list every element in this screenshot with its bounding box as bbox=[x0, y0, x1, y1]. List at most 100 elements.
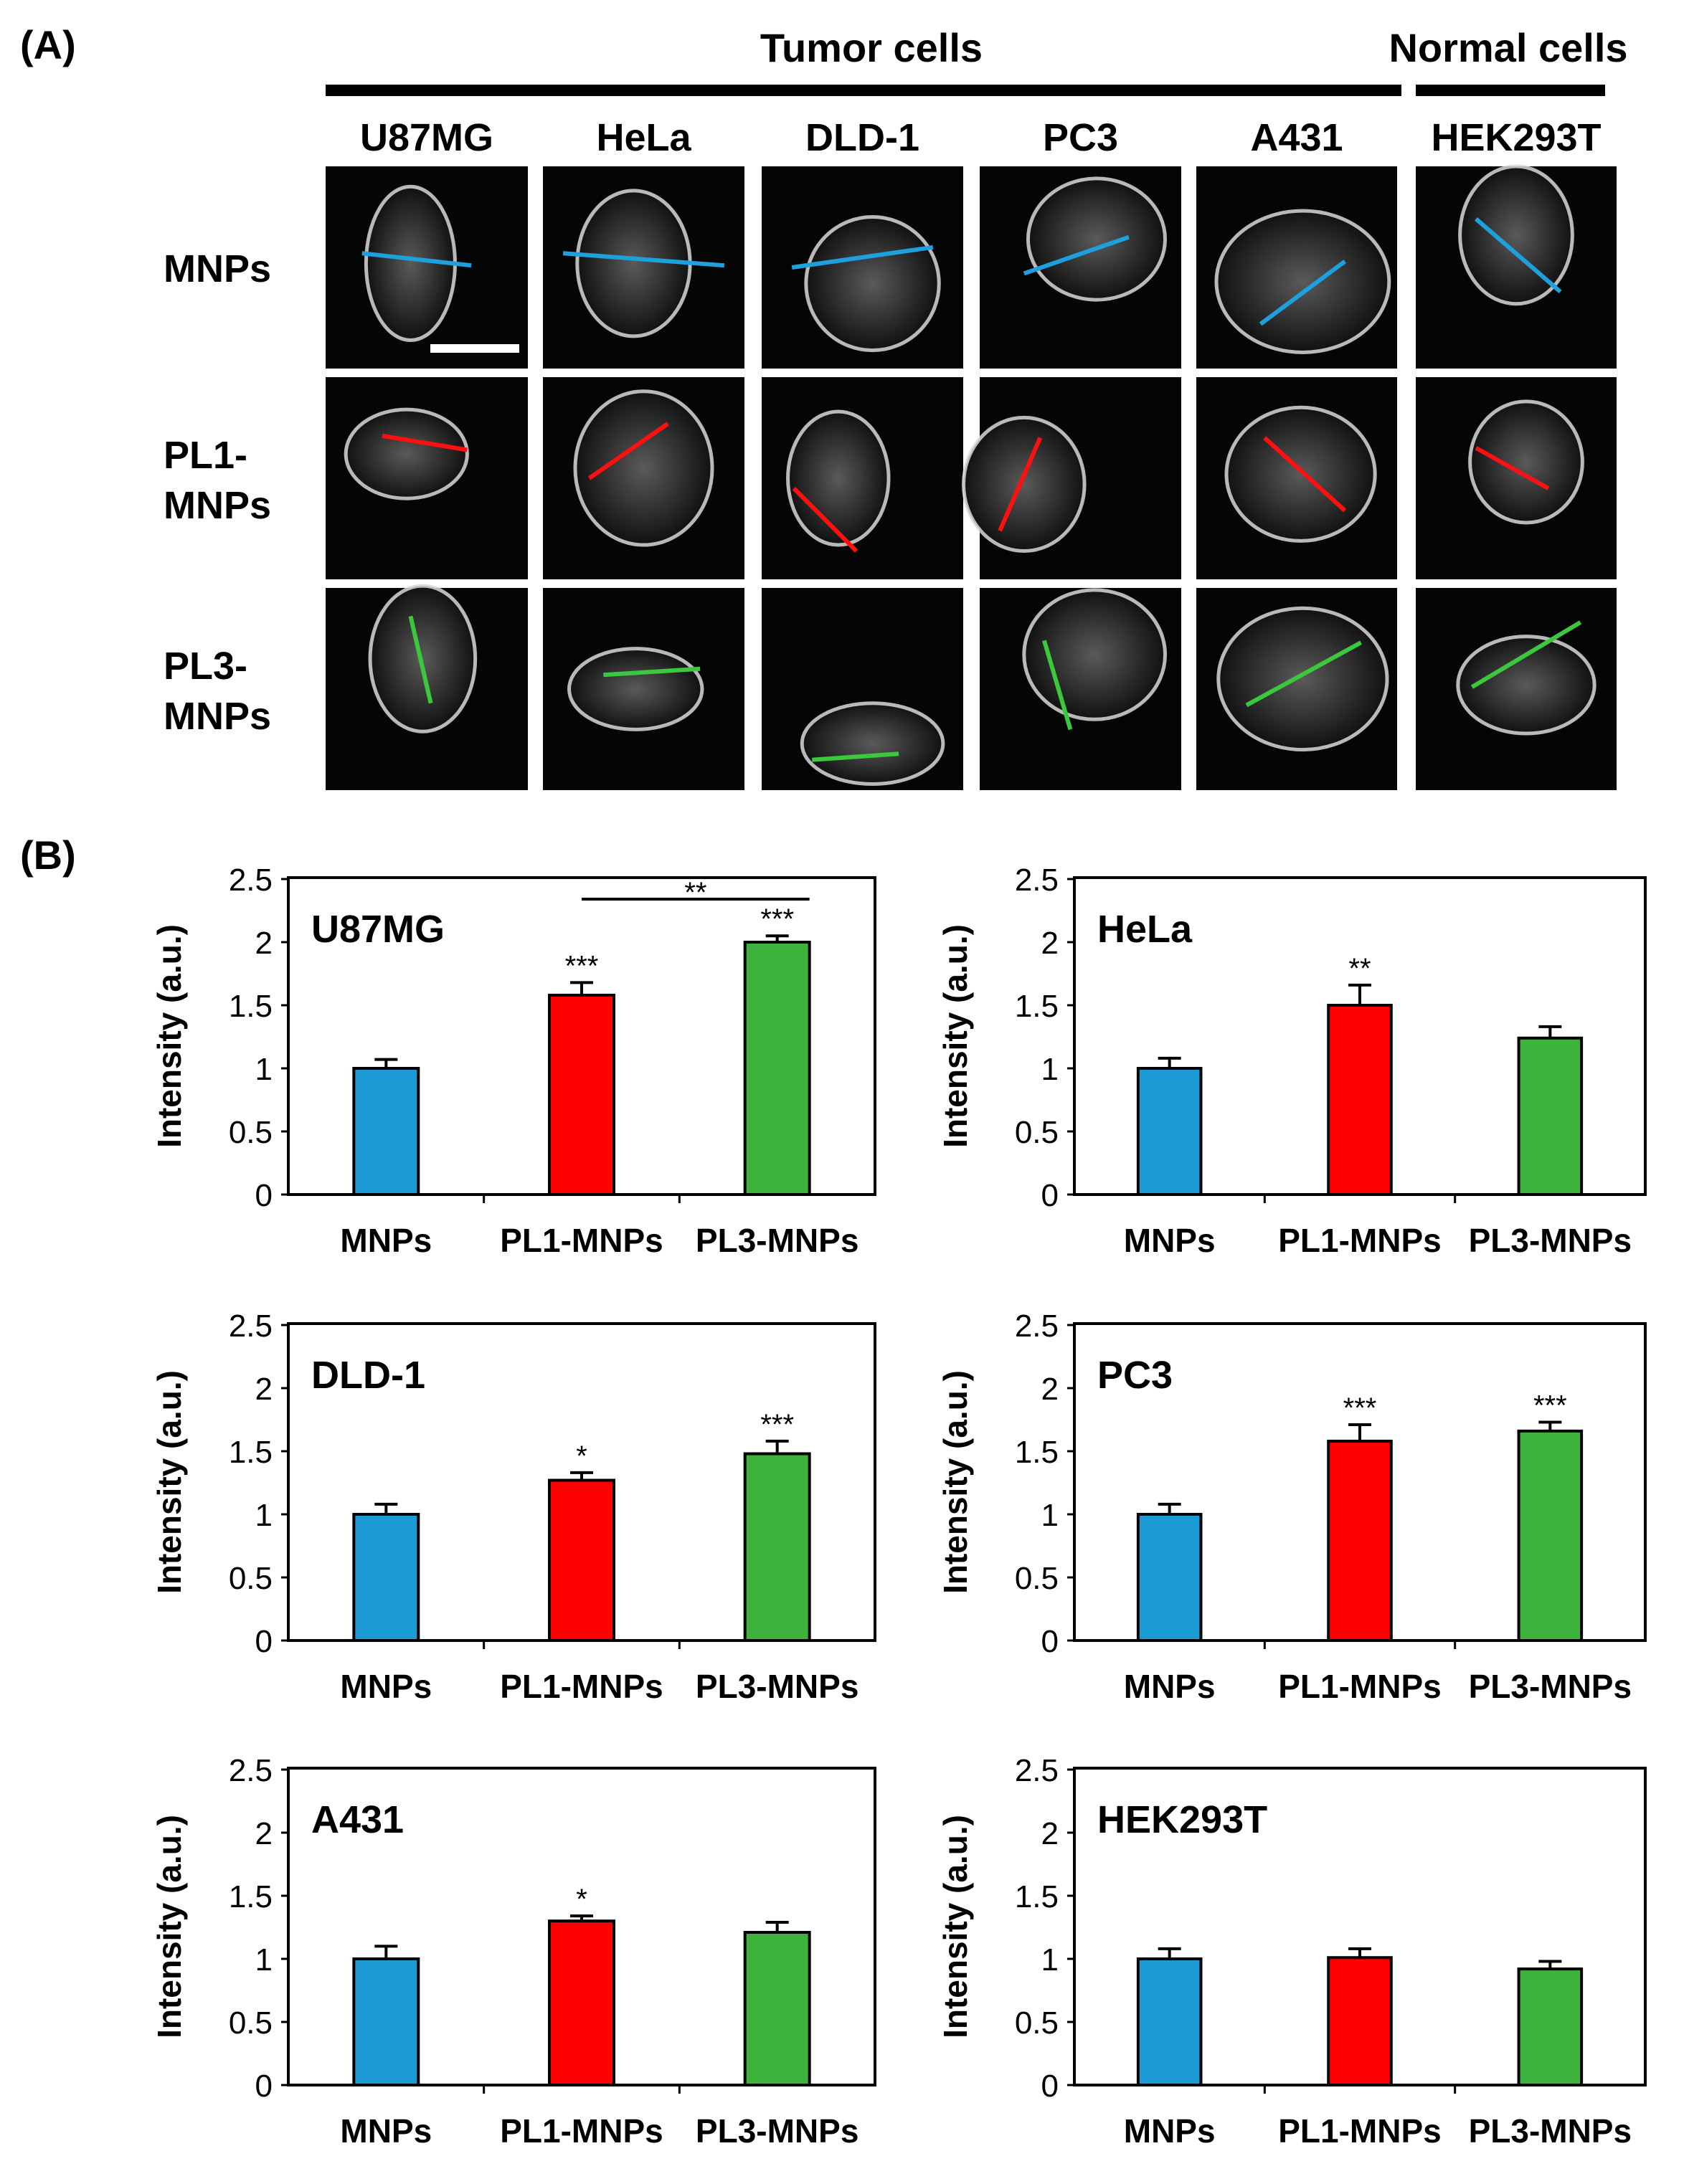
chart-title: HeLa bbox=[1097, 908, 1193, 951]
comparison-significance: ** bbox=[684, 877, 706, 908]
bar bbox=[352, 1957, 420, 2086]
line-profile-marker bbox=[998, 437, 1043, 532]
y-tick-label: 0.5 bbox=[229, 2005, 273, 2041]
y-tick-label: 2 bbox=[255, 1816, 273, 1851]
y-tick-label: 1 bbox=[255, 1498, 273, 1533]
treatment-row-label: PL1- bbox=[164, 434, 247, 477]
y-tick-label: 1.5 bbox=[229, 989, 273, 1024]
x-category-label: PL3-MNPs bbox=[1469, 1222, 1632, 1259]
bar bbox=[548, 1919, 615, 2086]
cell-line-label: A431 bbox=[1250, 116, 1343, 159]
micrograph-tile bbox=[762, 588, 963, 790]
cell-body bbox=[567, 647, 704, 731]
cell-body bbox=[1026, 176, 1168, 302]
y-tick-label: 2 bbox=[1041, 1816, 1059, 1851]
y-tick-label: 0.5 bbox=[229, 1115, 273, 1150]
significance-marker: *** bbox=[565, 950, 599, 982]
micrograph-tile bbox=[1196, 377, 1397, 579]
x-category-label: PL1-MNPs bbox=[1278, 1222, 1441, 1259]
y-axis-label: Intensity (a.u.) bbox=[937, 1815, 974, 2038]
cell-body bbox=[804, 215, 941, 353]
cell-line-label: HeLa bbox=[596, 116, 691, 159]
micrograph-tile bbox=[962, 377, 1181, 579]
y-tick-label: 1.5 bbox=[1015, 1879, 1059, 1914]
treatment-row-label: MNPs bbox=[164, 695, 271, 738]
x-category-label: PL3-MNPs bbox=[696, 2112, 858, 2150]
panel-a-label: (A) bbox=[20, 22, 76, 67]
bar bbox=[352, 1513, 420, 1642]
line-profile-marker bbox=[382, 433, 468, 452]
y-tick-label: 0 bbox=[1041, 1624, 1059, 1659]
y-tick-label: 2.5 bbox=[1015, 1309, 1059, 1344]
cell-line-label: HEK293T bbox=[1431, 116, 1601, 159]
micrograph-tile bbox=[1196, 588, 1397, 790]
tumor-cells-heading: Tumor cells bbox=[760, 25, 983, 70]
cell-body bbox=[1468, 399, 1584, 525]
y-tick-label: 2 bbox=[1041, 926, 1059, 961]
significance-marker: * bbox=[576, 1884, 587, 1915]
cell-body bbox=[1216, 606, 1389, 752]
significance-marker: *** bbox=[760, 903, 794, 935]
cell-body bbox=[573, 389, 714, 547]
x-category-label: PL3-MNPs bbox=[696, 1222, 858, 1259]
micrograph-tile bbox=[326, 584, 528, 790]
chart-title: DLD-1 bbox=[311, 1354, 425, 1397]
y-tick-label: 0.5 bbox=[1015, 1561, 1059, 1596]
micrograph-tile bbox=[1416, 588, 1617, 790]
cell-body bbox=[344, 407, 469, 500]
micrograph-tile bbox=[1416, 164, 1617, 369]
x-category-label: MNPs bbox=[340, 2112, 432, 2150]
normal-cells-bar bbox=[1416, 85, 1605, 96]
bar bbox=[743, 941, 811, 1196]
y-axis-label: Intensity (a.u.) bbox=[937, 924, 974, 1148]
x-category-label: PL1-MNPs bbox=[500, 1668, 663, 1705]
bar bbox=[743, 1931, 811, 2087]
scale-bar bbox=[430, 344, 519, 353]
y-tick-label: 1.5 bbox=[229, 1435, 273, 1470]
bar bbox=[743, 1452, 811, 1643]
line-profile-marker bbox=[1259, 260, 1346, 326]
y-tick-label: 0 bbox=[1041, 2069, 1059, 2104]
micrograph-tile bbox=[980, 166, 1181, 369]
cell-body bbox=[1214, 209, 1391, 354]
y-tick-label: 0 bbox=[255, 1178, 273, 1213]
cell-body bbox=[1456, 635, 1597, 736]
y-tick-label: 1.5 bbox=[229, 1879, 273, 1914]
line-profile-marker bbox=[1475, 217, 1562, 294]
y-tick-label: 2 bbox=[255, 1372, 273, 1407]
normal-cells-heading: Normal cells bbox=[1389, 25, 1627, 70]
x-category-label: PL3-MNPs bbox=[1469, 1668, 1632, 1705]
y-tick-label: 2.5 bbox=[229, 1753, 273, 1788]
y-tick-label: 1.5 bbox=[1015, 989, 1059, 1024]
y-tick-label: 2.5 bbox=[1015, 1753, 1059, 1788]
significance-marker: *** bbox=[1343, 1392, 1377, 1424]
bar bbox=[1136, 1957, 1203, 2086]
x-category-label: MNPs bbox=[340, 1668, 432, 1705]
x-category-label: PL3-MNPs bbox=[1469, 2112, 1632, 2150]
micrograph-tile bbox=[543, 588, 744, 790]
y-tick-label: 2.5 bbox=[229, 1309, 273, 1344]
y-tick-label: 0 bbox=[1041, 1178, 1059, 1213]
line-profile-marker bbox=[1023, 234, 1130, 276]
bar bbox=[548, 1478, 615, 1642]
treatment-row-label: MNPs bbox=[164, 247, 271, 290]
line-profile-marker bbox=[603, 666, 701, 678]
cell-body bbox=[1022, 588, 1168, 721]
x-category-label: PL1-MNPs bbox=[500, 2112, 663, 2150]
bar bbox=[1517, 1036, 1584, 1197]
chart-title: PC3 bbox=[1097, 1354, 1173, 1397]
x-category-label: MNPs bbox=[340, 1222, 432, 1259]
bar bbox=[548, 993, 615, 1197]
significance-marker: ** bbox=[1348, 953, 1371, 984]
y-tick-label: 1.5 bbox=[1015, 1435, 1059, 1470]
y-tick-label: 0 bbox=[255, 1624, 273, 1659]
bar bbox=[1136, 1513, 1203, 1642]
micrograph-tile bbox=[1416, 377, 1617, 579]
y-tick-label: 1 bbox=[1041, 1942, 1059, 1978]
cell-body bbox=[962, 415, 1087, 554]
